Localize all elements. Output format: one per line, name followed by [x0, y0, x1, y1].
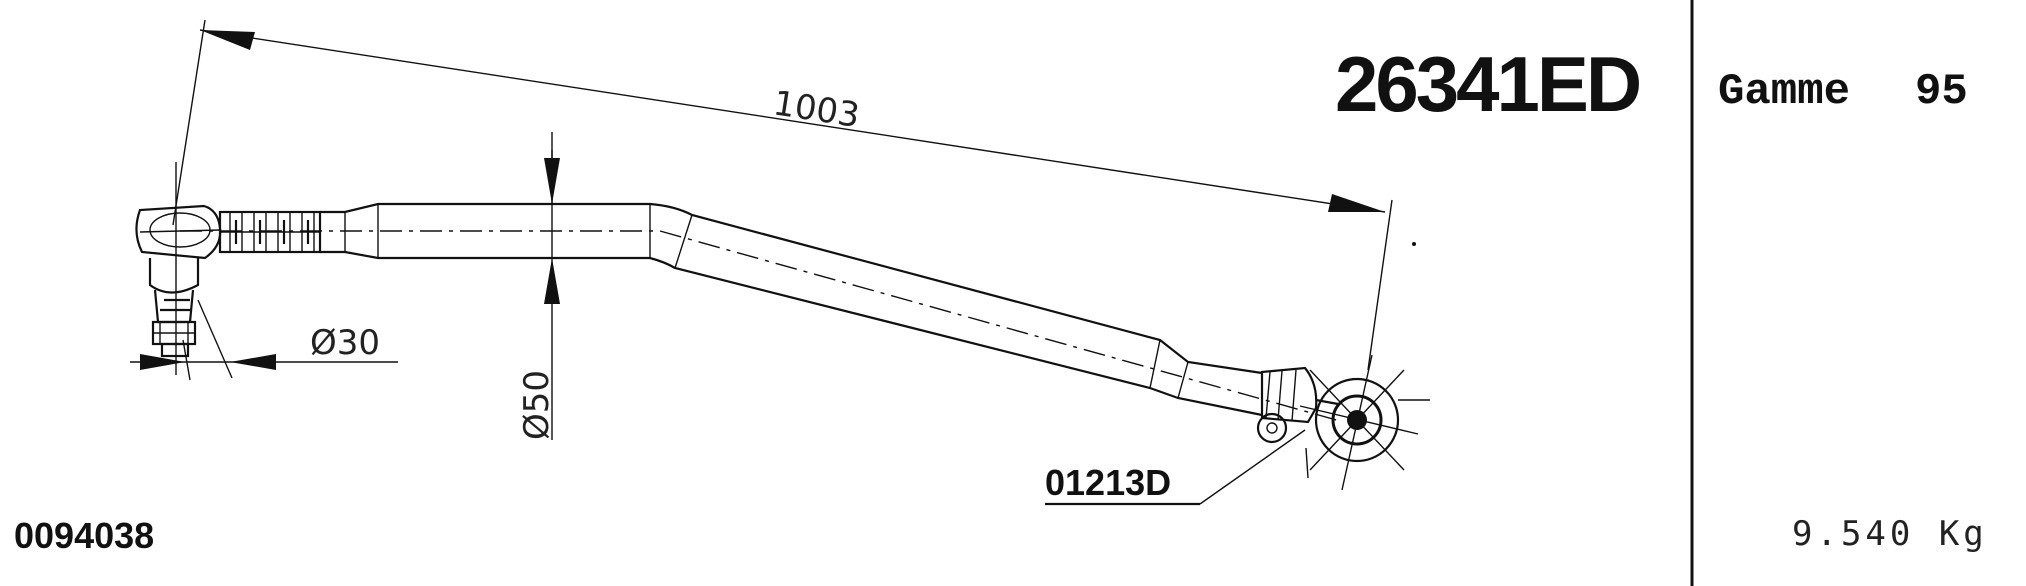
left-ball-joint: [135, 162, 222, 375]
range-label: Gamme: [1718, 67, 1850, 117]
tie-rod-tube: [180, 202, 1341, 422]
ball-pin-diameter-dimension: Ø30: [130, 299, 398, 381]
length-label: 1003: [771, 83, 863, 136]
left-threaded-clamp: [218, 210, 322, 254]
article-code: 0094038: [14, 515, 154, 556]
part-number: 26341ED: [1335, 40, 1640, 128]
end-part-callout: 01213D: [1045, 429, 1306, 506]
ball-pin-diameter-label: Ø30: [310, 323, 380, 363]
range-number: 95: [1915, 67, 1968, 117]
tube-diameter-dimension: Ø50: [517, 132, 560, 440]
end-part-reference: 01213D: [1045, 462, 1171, 503]
overall-length-dimension: 1003: [172, 19, 1393, 371]
tube-diameter-label: Ø50: [517, 370, 557, 440]
weight-value: 9.540 Kg: [1792, 514, 1988, 554]
right-end-fitting: [1256, 242, 1430, 491]
